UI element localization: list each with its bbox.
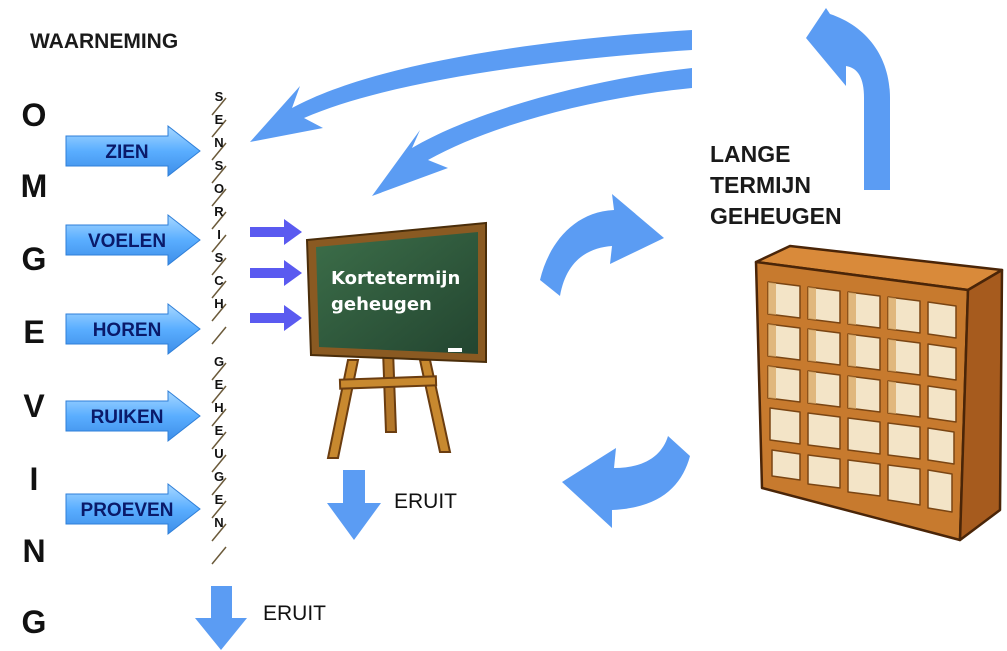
long-term-memory-label: LANGE TERMIJN GEHEUGEN: [710, 141, 842, 229]
sensorisch-letter: R: [214, 204, 224, 219]
sensorisch-letter: N: [214, 515, 223, 530]
sense-arrow-ruiken: RUIKEN: [65, 389, 201, 443]
sense-label: RUIKEN: [91, 407, 164, 428]
sense-label: PROEVEN: [81, 500, 174, 521]
sense-arrow-horen: HOREN: [65, 302, 201, 356]
sensorisch-letter: S: [215, 158, 224, 173]
sensorisch-letter: S: [215, 250, 224, 265]
sense-arrow-zien: ZIEN: [65, 124, 201, 178]
short-term-memory-board: Kortetermijn geheugen: [305, 221, 487, 459]
sensorisch-letter: G: [214, 354, 224, 369]
omgeving-column: O M G E V I N G: [21, 97, 48, 640]
attention-arrow: [250, 219, 302, 245]
omgeving-letter: O: [22, 97, 47, 133]
sensorisch-letter: I: [217, 227, 221, 242]
sensorisch-letter: N: [214, 135, 223, 150]
sensorisch-letter: H: [214, 296, 223, 311]
sense-arrows: ZIEN VOELEN HOREN RUIKEN PROEVEN: [65, 124, 201, 536]
retrieve-arrow: [562, 436, 690, 528]
sensorisch-geheugen-column: S E N S O R I S C H G E H E U G E N: [211, 89, 227, 565]
sensorisch-letter: S: [215, 89, 224, 104]
cabinet-icon: [754, 244, 1004, 542]
omgeving-letter: V: [23, 388, 45, 424]
sense-label: VOELEN: [88, 231, 166, 252]
ltm-line-3: GEHEUGEN: [710, 203, 842, 229]
board-line-2: geheugen: [331, 294, 432, 315]
attention-arrow: [250, 260, 302, 286]
sense-label: ZIEN: [105, 142, 148, 163]
sensorisch-letter: E: [215, 377, 224, 392]
omgeving-letter: N: [22, 533, 45, 569]
waarneming-title: WAARNEMING: [30, 30, 178, 53]
sensorisch-letter: E: [215, 112, 224, 127]
sensorisch-letter: O: [214, 181, 224, 196]
ltm-line-1: LANGE: [710, 141, 791, 167]
sensorisch-letter: H: [214, 400, 223, 415]
omgeving-letter: E: [23, 314, 44, 350]
eruit-sensory: ERUIT: [195, 586, 326, 650]
attention-arrow: [250, 305, 302, 331]
retrieval-arrow-to-sensory: [250, 30, 692, 142]
sense-arrow-voelen: VOELEN: [65, 213, 201, 267]
sense-arrow-proeven: PROEVEN: [65, 482, 201, 536]
sensorisch-letter: C: [214, 273, 224, 288]
encode-arrow: [540, 194, 664, 296]
sensorisch-letter: E: [215, 423, 224, 438]
board-line-1: Kortetermijn: [331, 268, 460, 289]
retrieval-arrows: [250, 30, 692, 196]
omgeving-letter: G: [22, 604, 47, 640]
attention-arrows: [250, 219, 302, 331]
omgeving-letter: I: [30, 461, 39, 497]
sensorisch-letter: G: [214, 469, 224, 484]
omgeving-letter: G: [22, 241, 47, 277]
sensorisch-letter: U: [214, 446, 223, 461]
ltm-line-2: TERMIJN: [710, 172, 811, 198]
retrieval-arrow-to-short-term: [372, 68, 692, 196]
eruit-label: ERUIT: [263, 602, 326, 625]
eruit-short-term: ERUIT: [327, 470, 457, 540]
sensorisch-letter: E: [215, 492, 224, 507]
eruit-label: ERUIT: [394, 490, 457, 513]
recall-up-arrow: [806, 8, 890, 190]
sense-label: HOREN: [93, 320, 162, 341]
omgeving-letter: M: [21, 168, 48, 204]
